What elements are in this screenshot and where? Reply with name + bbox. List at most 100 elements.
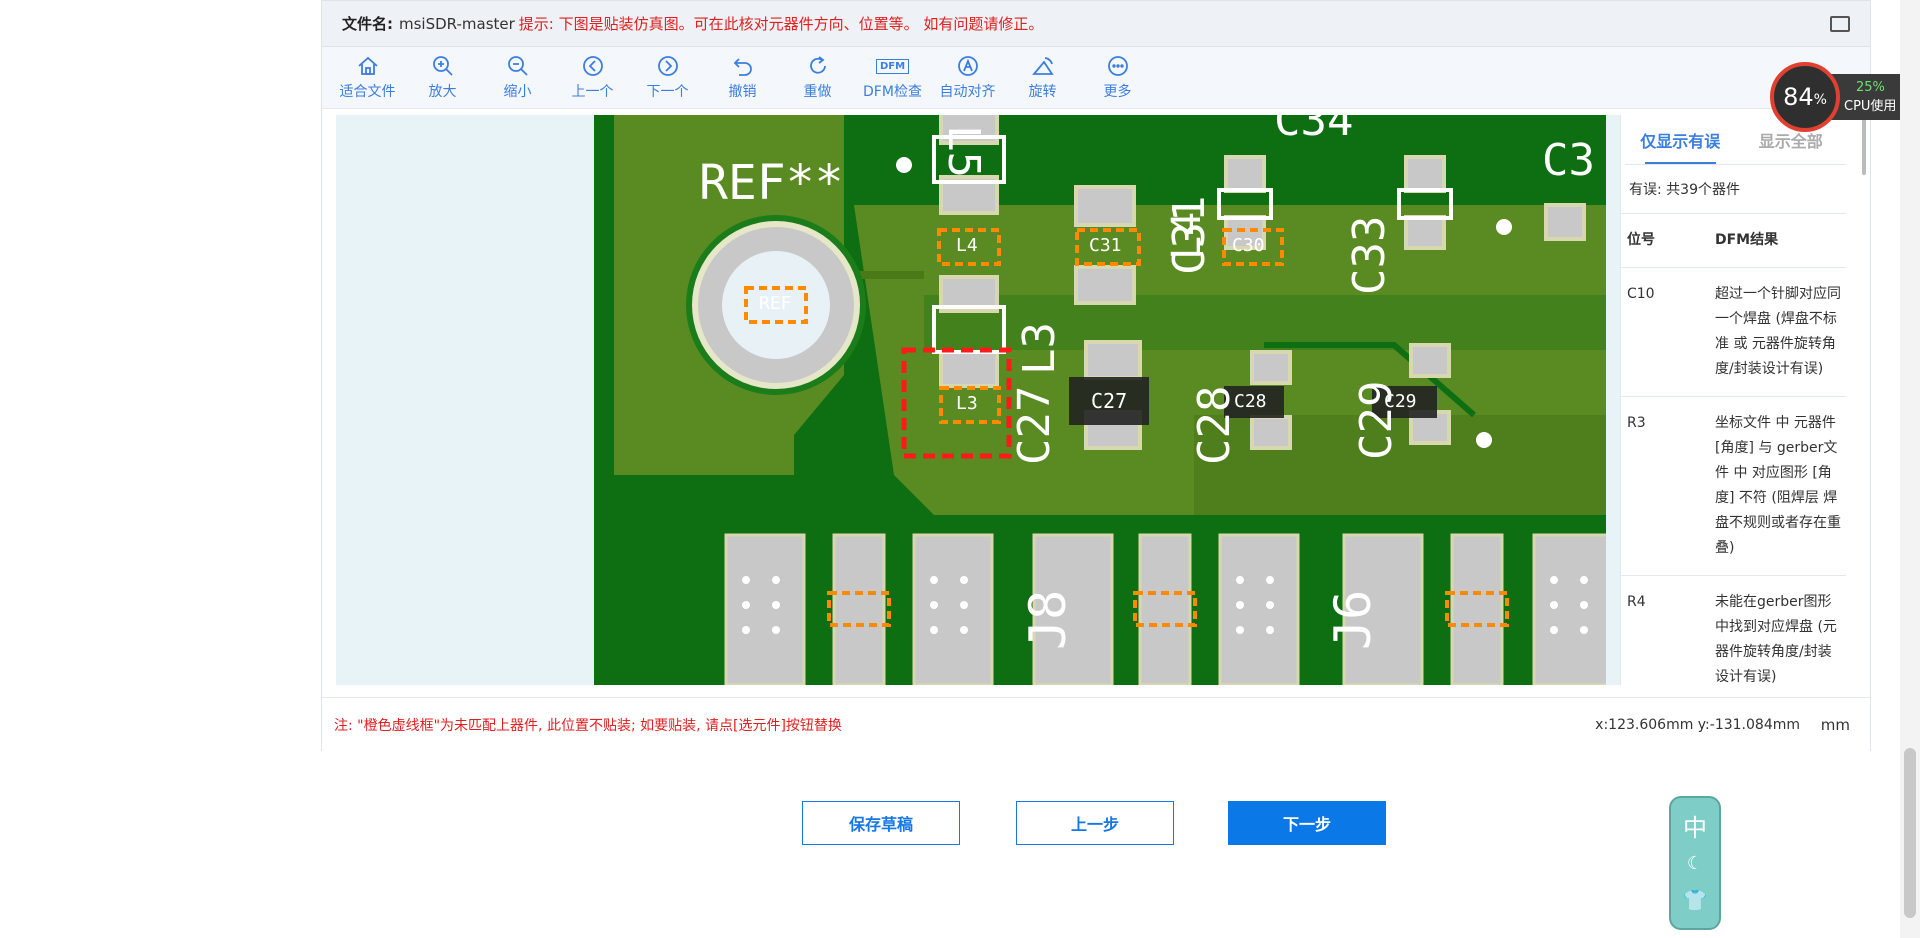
rotate-button[interactable]: 旋转: [1005, 47, 1080, 108]
comp-label-l3: L3: [956, 393, 978, 414]
zoom-in-label: 放大: [428, 84, 457, 100]
dfm-table: 位号 DFM结果 C10 超过一个针脚对应同一个焊盘 (焊盘不标准 或 元器件旋…: [1621, 214, 1846, 685]
home-icon: [356, 54, 380, 78]
row-ref: R3: [1627, 415, 1646, 431]
redo-label: 重做: [803, 84, 832, 100]
comp-label-c27: C27: [1091, 389, 1128, 413]
prev-icon: [581, 54, 605, 78]
cpu-value-unit: %: [1813, 92, 1827, 108]
fit-file-label: 适合文件: [339, 84, 396, 100]
cpu-gauge: 84%: [1770, 62, 1840, 132]
title-bar: 文件名: msiSDR-master 提示: 下图是贴装仿真图。可在此核对元器件…: [322, 1, 1870, 47]
next-item-label: 下一个: [646, 84, 689, 100]
maximize-icon[interactable]: [1830, 16, 1850, 32]
undo-button[interactable]: 撤销: [705, 47, 780, 108]
dfm-tabs: 仅显示有误 显示全部: [1625, 115, 1846, 165]
pcb-board[interactable]: REF** L5 C34 C31 C33 C3 L4 L3 C27 C28 C2…: [594, 115, 1606, 685]
cpu-value: 84: [1783, 83, 1814, 111]
redo-button[interactable]: 重做: [780, 47, 855, 108]
unmatched-note: 注: "橙色虚线框"为未匹配上器件, 此位置不贴装; 如要贴装, 请点[选元件]…: [334, 717, 842, 734]
zoom-out-button[interactable]: 缩小: [480, 47, 555, 108]
silk-label-l5: L5: [938, 125, 989, 178]
dfm-table-header: 位号 DFM结果: [1621, 214, 1846, 268]
dfm-scrollbar[interactable]: [1862, 115, 1866, 175]
rotate-icon: [1031, 54, 1055, 78]
pcb-canvas[interactable]: REF** L5 C34 C31 C33 C3 L4 L3 C27 C28 C2…: [336, 115, 1621, 685]
silk-label-ref: REF**: [699, 155, 844, 211]
silk-label-l3: L3: [1014, 322, 1065, 375]
row-ref: R4: [1627, 594, 1646, 610]
tab-show-errors[interactable]: 仅显示有误: [1625, 115, 1736, 164]
zoom-out-icon: [506, 54, 530, 78]
pcb-preview-panel: 文件名: msiSDR-master 提示: 下图是贴装仿真图。可在此核对元器件…: [321, 0, 1871, 751]
silk-label-l4: L4: [1164, 211, 1210, 260]
selection-box: [901, 347, 1012, 459]
cursor-coords: x:123.606mm y:-131.084mm: [1595, 716, 1800, 733]
cpu-monitor-widget[interactable]: 25% CPU使用 84%: [1770, 62, 1920, 132]
silk-label-c33: C33: [1344, 215, 1395, 295]
page-scrollbar-thumb[interactable]: [1904, 748, 1916, 918]
row-ref: C10: [1627, 286, 1655, 302]
comp-label-l4: L4: [956, 235, 978, 256]
next-item-button[interactable]: 下一个: [630, 47, 705, 108]
file-name-label: 文件名:: [342, 15, 393, 33]
silk-label-c28: C28: [1189, 385, 1240, 465]
prev-item-button[interactable]: 上一个: [555, 47, 630, 108]
undo-icon: [731, 54, 755, 78]
rotate-label: 旋转: [1028, 84, 1057, 100]
page-scrollbar[interactable]: [1900, 0, 1920, 938]
tab-show-all[interactable]: 显示全部: [1758, 131, 1823, 151]
silk-label-c3: C3: [1542, 135, 1595, 186]
silk-label-c27: C27: [1009, 385, 1060, 465]
row-result: 未能在gerber图形中找到对应焊盘 (元器件旋转角度/封装设计有误): [1715, 594, 1837, 685]
file-name: msiSDR-master: [399, 14, 515, 33]
dfm-icon: DFM: [875, 54, 910, 78]
pcb-render: [614, 115, 1606, 685]
ime-moon-icon: ☾: [1686, 853, 1704, 874]
toolbar: 适合文件 放大 缩小 上一个 下一个 撤销 重做 DFM DFM检查: [322, 47, 1870, 109]
more-icon: [1106, 54, 1130, 78]
silk-label-c34: C34: [1274, 115, 1354, 146]
undo-label: 撤销: [728, 84, 757, 100]
next-icon: [656, 54, 680, 78]
next-step-button[interactable]: 下一步: [1228, 801, 1386, 845]
table-row[interactable]: R4 未能在gerber图形中找到对应焊盘 (元器件旋转角度/封装设计有误): [1621, 576, 1846, 685]
zoom-in-button[interactable]: 放大: [405, 47, 480, 108]
dfm-check-label: DFM检查: [863, 84, 922, 100]
auto-align-button[interactable]: 自动对齐: [930, 47, 1005, 108]
cpu-label: CPU使用: [1844, 99, 1897, 114]
ime-shirt-icon: 👕: [1682, 888, 1708, 912]
zoom-in-icon: [431, 54, 455, 78]
hint-text: 提示: 下图是贴装仿真图。可在此核对元器件方向、位置等。 如有问题请修正。: [518, 15, 1044, 33]
dfm-summary: 有误: 共39个器件: [1621, 165, 1846, 214]
col-ref-header: 位号: [1627, 232, 1655, 248]
silk-label-j8: J8: [1019, 589, 1077, 650]
ime-char: 中: [1683, 814, 1707, 842]
auto-align-label: 自动对齐: [939, 84, 996, 100]
unit-selector[interactable]: mm: [1820, 715, 1850, 734]
more-button[interactable]: 更多: [1080, 47, 1155, 108]
table-row[interactable]: C10 超过一个针脚对应同一个焊盘 (焊盘不标准 或 元器件旋转角度/封装设计有…: [1621, 268, 1846, 397]
fit-file-button[interactable]: 适合文件: [330, 47, 405, 108]
comp-label-c31: C31: [1089, 235, 1122, 256]
cpu-small-pct: 25%: [1856, 80, 1885, 95]
dfm-results-panel: 仅显示有误 显示全部 有误: 共39个器件 位号 DFM结果 C10 超过一个针…: [1620, 115, 1858, 685]
ime-toolbar[interactable]: 中 ☾ 👕: [1669, 796, 1721, 930]
prev-item-label: 上一个: [571, 84, 614, 100]
row-result: 超过一个针脚对应同一个焊盘 (焊盘不标准 或 元器件旋转角度/封装设计有误): [1715, 286, 1841, 377]
more-label: 更多: [1103, 84, 1132, 100]
comp-label-c30: C30: [1232, 235, 1265, 256]
save-draft-button[interactable]: 保存草稿: [802, 801, 960, 845]
prev-step-button[interactable]: 上一步: [1016, 801, 1174, 845]
status-bar: 注: "橙色虚线框"为未匹配上器件, 此位置不贴装; 如要贴装, 请点[选元件]…: [322, 697, 1870, 751]
auto-align-icon: [956, 54, 980, 78]
row-result: 坐标文件 中 元器件 [角度] 与 gerber文件 中 对应图形 [角度] 不…: [1715, 415, 1841, 556]
table-row[interactable]: R3 坐标文件 中 元器件 [角度] 与 gerber文件 中 对应图形 [角度…: [1621, 397, 1846, 576]
dfm-icon-text: DFM: [875, 58, 910, 74]
comp-label-ref: REF: [759, 293, 792, 314]
zoom-out-label: 缩小: [503, 84, 532, 100]
comp-label-c28: C28: [1234, 391, 1267, 412]
silk-label-j6: J6: [1324, 589, 1382, 650]
col-result-header: DFM结果: [1715, 232, 1779, 248]
dfm-check-button[interactable]: DFM DFM检查: [855, 47, 930, 108]
